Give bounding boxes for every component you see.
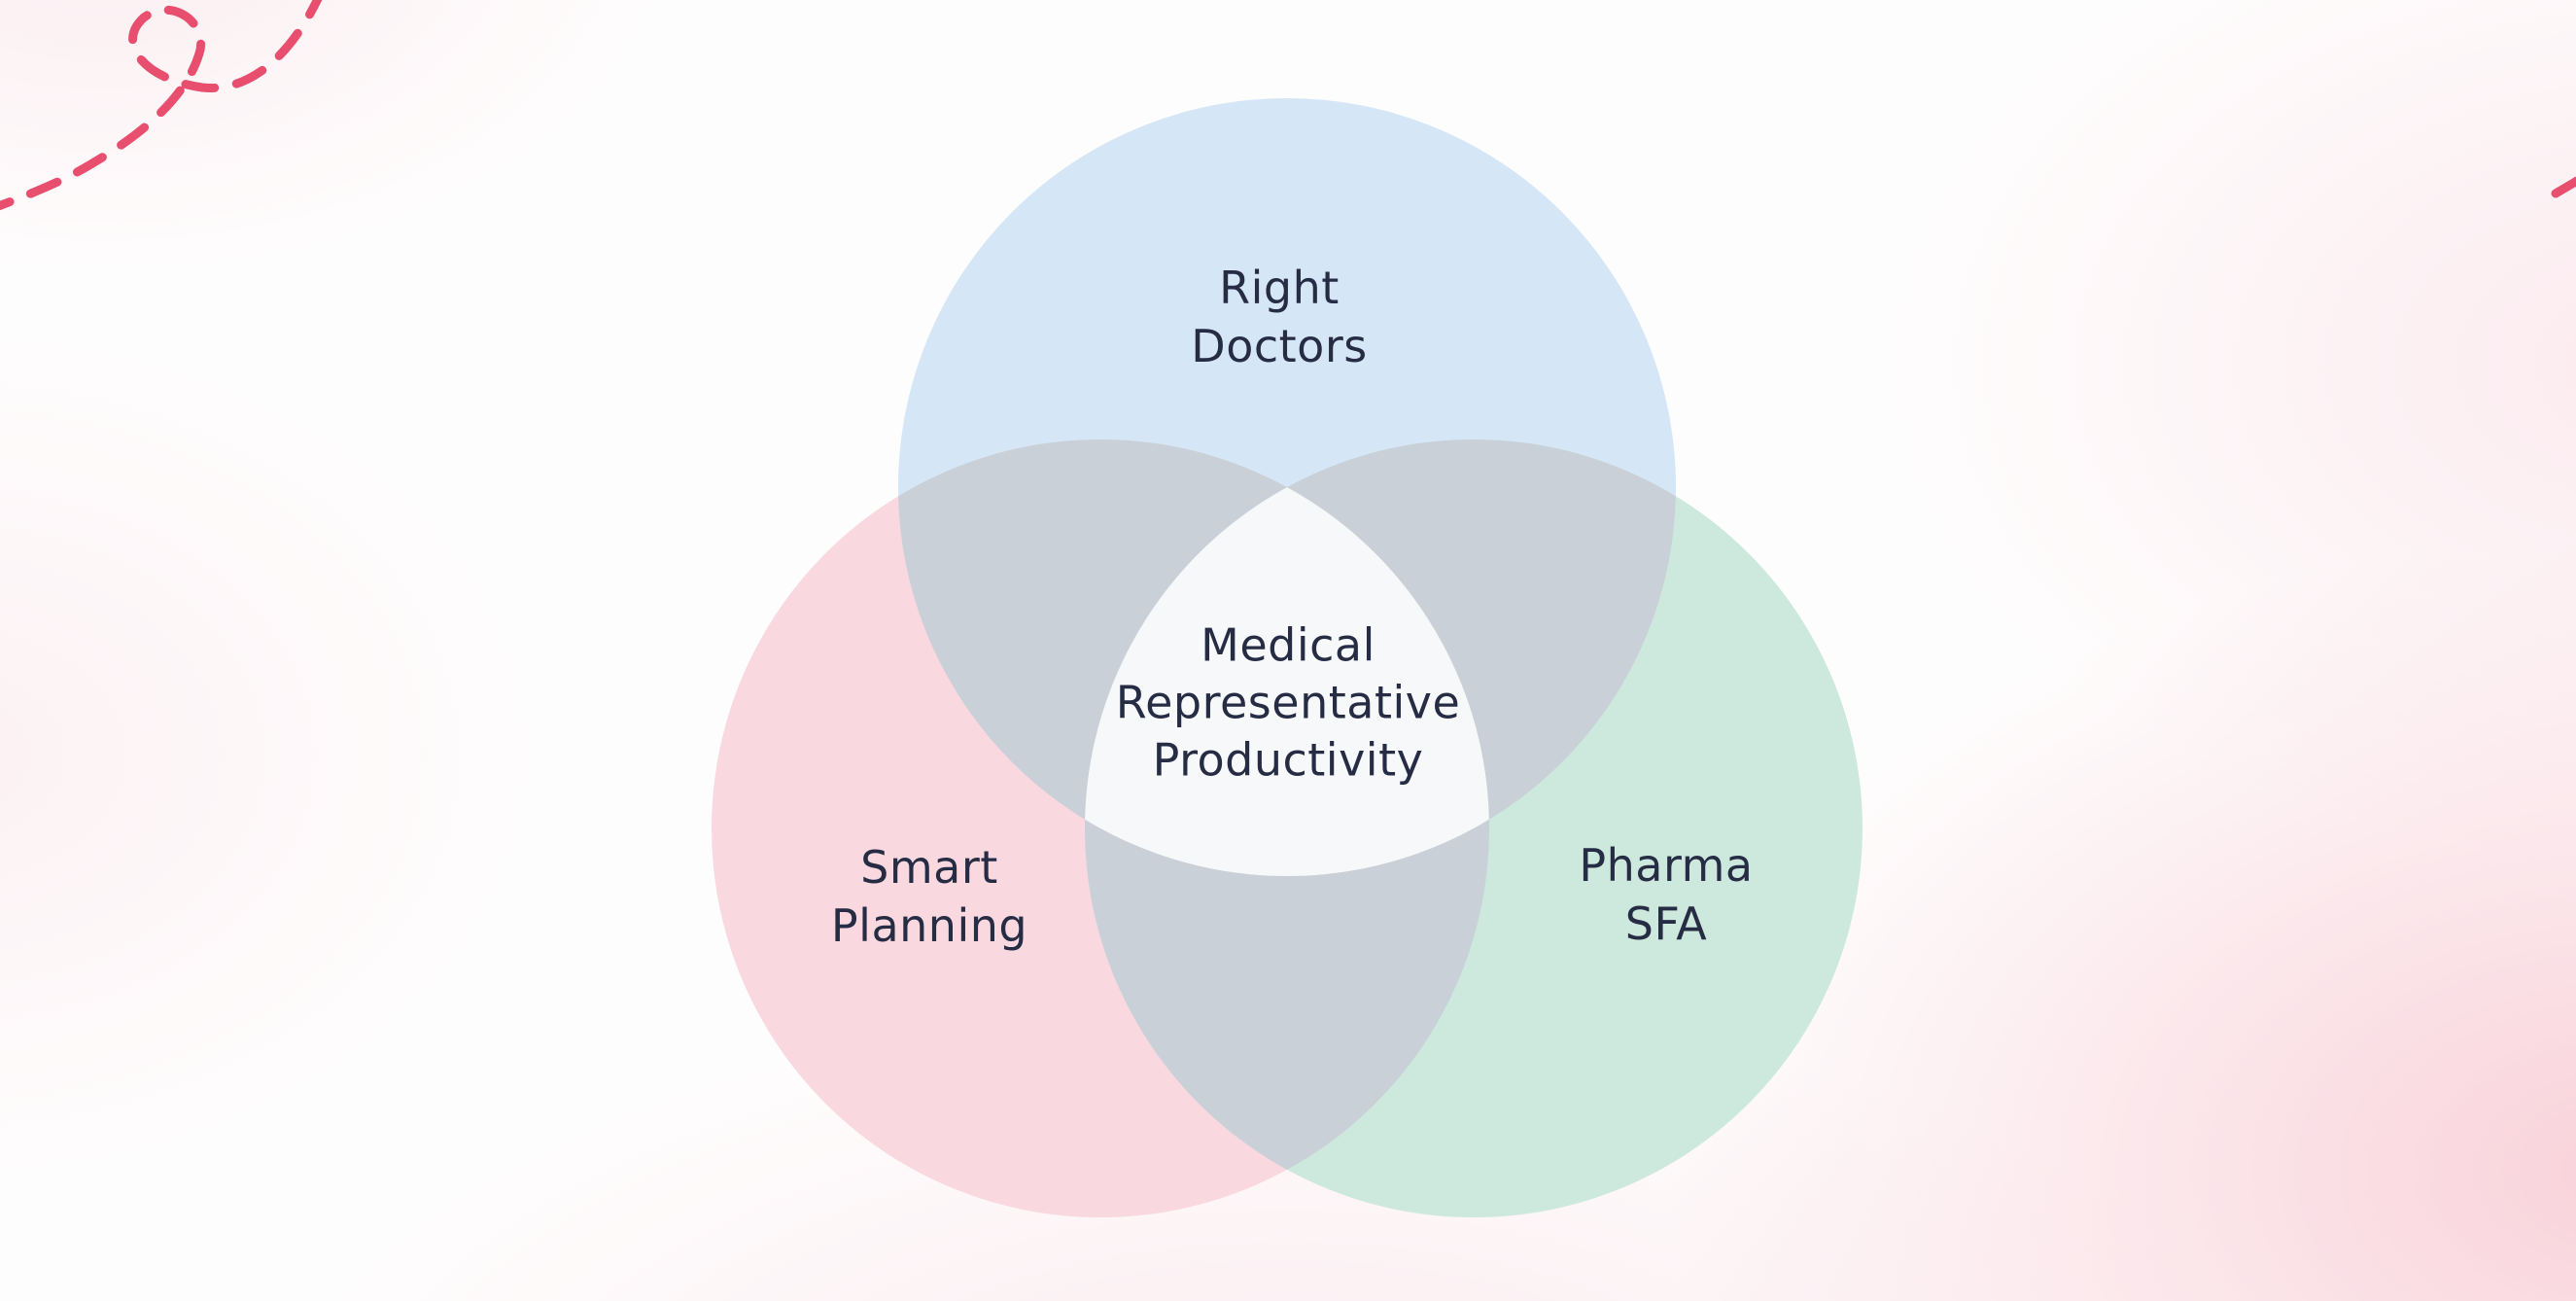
label-line: Doctors xyxy=(1191,320,1368,372)
label-smart-planning: Smart Planning xyxy=(831,838,1027,955)
label-line: Smart xyxy=(860,841,998,894)
label-line: Planning xyxy=(830,899,1028,952)
label-line: Right xyxy=(1219,262,1340,314)
label-pharma-sfa: Pharma SFA xyxy=(1579,836,1753,953)
label-line: SFA xyxy=(1624,897,1708,950)
label-line: Medical xyxy=(1201,618,1375,672)
label-line: Representative xyxy=(1115,676,1461,729)
dashed-edge-decoration xyxy=(2551,176,2576,198)
label-line: Pharma xyxy=(1579,839,1754,892)
label-right-doctors: Right Doctors xyxy=(1191,259,1367,375)
label-center-productivity: Medical Representative Productivity xyxy=(1116,617,1461,790)
label-line: Productivity xyxy=(1152,733,1424,787)
dashed-swirl-decoration xyxy=(0,0,323,211)
